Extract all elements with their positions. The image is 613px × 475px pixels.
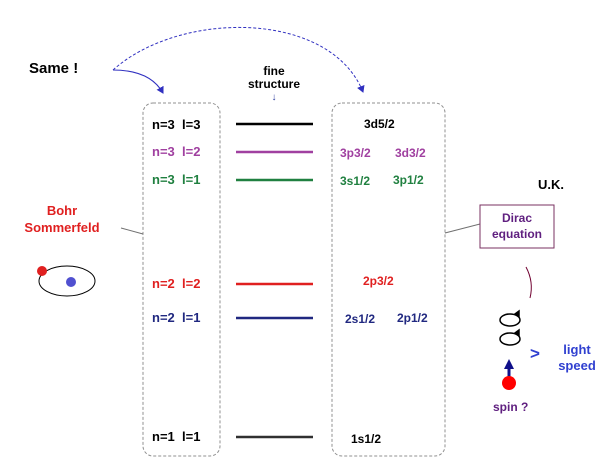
dirac-connector-line (444, 223, 481, 234)
orbit-ellipse (38, 265, 96, 297)
spin-loop-icon (499, 309, 521, 346)
bohr-levels-box (142, 102, 221, 457)
greater-than-symbol: > (530, 344, 540, 363)
l-value: l=1 (182, 310, 201, 325)
fine-label-line1: fine (263, 64, 285, 78)
state-3s1-2: 3s1/2 (340, 174, 371, 188)
n-value: n=3 (152, 172, 175, 187)
dirac-label-line1: Dirac (501, 211, 533, 225)
state-3p3-2: 3p3/2 (340, 146, 371, 160)
spin-ball (502, 376, 516, 390)
same-label: Same ! (29, 60, 79, 77)
light-label-line1: light (563, 342, 591, 357)
bohr-label-line2: Sommerfeld (24, 220, 100, 235)
state-2s1-2: 2s1/2 (345, 312, 376, 326)
dirac-levels-box (331, 102, 446, 457)
light-speed-label: light speed (549, 342, 605, 374)
l-value: l=2 (182, 144, 201, 159)
light-label-line2: speed (558, 358, 596, 373)
n-value: n=3 (152, 144, 175, 159)
fine-structure-label: fine structure ↓ (242, 65, 306, 104)
bohr-label-line1: Bohr (46, 203, 78, 218)
dirac-label-line2: equation (492, 227, 542, 241)
same-arrow-to-bohr-box (112, 69, 164, 94)
dirac-curve-line (525, 266, 532, 299)
l-value: l=1 (182, 172, 201, 187)
quantum-label-n2-l1: n=2 l=1 (152, 310, 200, 325)
n-value: n=2 (152, 276, 175, 291)
state-1s1-2: 1s1/2 (351, 432, 382, 446)
n-value: n=1 (152, 429, 175, 444)
bohr-sommerfeld-label: Bohr Sommerfeld (18, 202, 106, 236)
l-value: l=3 (182, 117, 201, 132)
state-2p3-2: 2p3/2 (363, 274, 394, 288)
fine-label-arrow: ↓ (271, 92, 277, 103)
n-value: n=3 (152, 117, 175, 132)
spin-label: spin ? (493, 400, 529, 414)
quantum-label-n3-l2: n=3 l=2 (152, 144, 200, 159)
n-value: n=2 (152, 310, 175, 325)
l-value: l=1 (182, 429, 201, 444)
quantum-label-n2-l2: n=2 l=2 (152, 276, 200, 291)
fine-label-line2: structure (247, 77, 300, 91)
uk-label: U.K. (538, 177, 564, 192)
nucleus-dot (66, 277, 76, 287)
state-3d3-2: 3d3/2 (395, 146, 426, 160)
dirac-equation-label: Dirac equation (481, 210, 553, 242)
l-value: l=2 (182, 276, 201, 291)
state-3d5-2: 3d5/2 (364, 117, 395, 131)
same-arrow-to-dirac-box (112, 26, 365, 93)
quantum-label-n3-l3: n=3 l=3 (152, 117, 200, 132)
bohr-connector-line (120, 227, 144, 235)
dirac-equation-box (479, 204, 555, 249)
electron-dot (37, 266, 47, 276)
quantum-label-n3-l1: n=3 l=1 (152, 172, 200, 187)
state-2p1-2: 2p1/2 (397, 311, 428, 325)
state-3p1-2: 3p1/2 (393, 173, 424, 187)
quantum-label-n1-l1: n=1 l=1 (152, 429, 200, 444)
